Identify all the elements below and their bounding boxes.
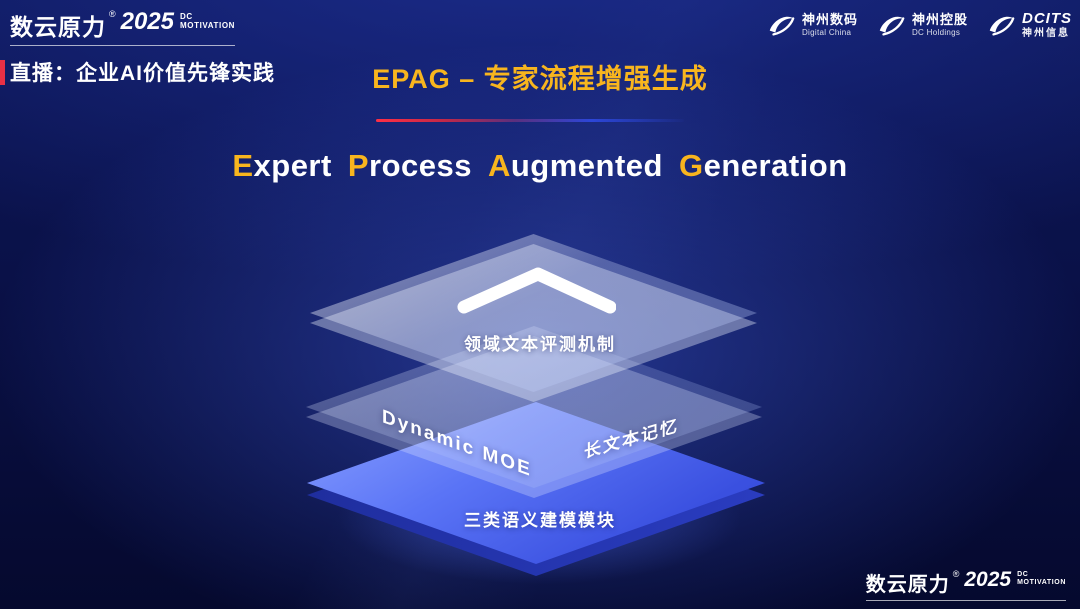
brand-year: 2025	[964, 568, 1012, 591]
swoosh-icon	[986, 10, 1016, 40]
word-rest: xpert	[253, 148, 332, 183]
slide-title-cn: EPAG – 专家流程增强生成	[372, 64, 708, 94]
swoosh-icon	[766, 10, 796, 40]
title-word-process: Process	[348, 148, 472, 183]
logo-text: 神州控股 DC Holdings	[912, 12, 968, 37]
logo-digital-china: 神州数码 Digital China	[766, 10, 858, 40]
word-rest: rocess	[369, 148, 472, 183]
registered-mark: ®	[109, 9, 116, 19]
word-rest: eneration	[703, 148, 848, 183]
gradient-divider	[376, 119, 684, 122]
logo-cn-label: 神州数码	[801, 12, 858, 28]
word-rest: ugmented	[510, 148, 663, 183]
bottom-layer-label: 三类语义建模模块	[464, 511, 616, 530]
initial-letter: P	[347, 148, 370, 183]
brand-motivation: MOTIVATION	[1017, 579, 1066, 587]
logo-dcits: DCITS 神州信息	[986, 10, 1072, 40]
logo-text: 神州数码 Digital China	[802, 12, 858, 37]
brand-dc: DC	[1017, 571, 1029, 578]
slide-title-en: Expert Process Augmented Generation	[0, 148, 1080, 184]
logo-dc-holdings: 神州控股 DC Holdings	[876, 10, 968, 40]
brand-dc: DC	[180, 12, 193, 21]
live-label: 直播：企业AI价值先锋实践	[10, 62, 275, 85]
brand-subtext: DC MOTIVATION	[1017, 571, 1066, 587]
title-word-generation: Generation	[679, 148, 848, 183]
title-word-expert: Expert	[232, 148, 332, 183]
brand-name: 数云原力	[865, 574, 950, 596]
live-accent-bar	[0, 60, 5, 85]
registered-mark: ®	[952, 569, 960, 579]
top-layer-label: 领域文本评测机制	[464, 335, 616, 354]
chevron-up-icon	[456, 266, 617, 321]
title-word-augmented: Augmented	[488, 148, 663, 183]
initial-letter: G	[679, 148, 704, 183]
brand-year: 2025	[120, 8, 175, 35]
logo-cn-label: 神州信息	[1022, 28, 1070, 39]
initial-letter: A	[487, 148, 511, 183]
brand-logo-header: 数云原力 ® 2025 DC MOTIVATION	[10, 8, 236, 46]
logo-cn-label: 神州控股	[911, 12, 968, 28]
logo-text: DCITS 神州信息	[1022, 10, 1072, 40]
logo-en-label: Digital China	[801, 28, 852, 37]
logo-en-label: DC Holdings	[911, 28, 961, 37]
brand-logo-footer: 数云原力 ® 2025 DC MOTIVATION	[865, 568, 1067, 601]
initial-letter: E	[232, 148, 254, 183]
brand-subtext: DC MOTIVATION	[180, 12, 235, 30]
partner-logos: 神州数码 Digital China 神州控股 DC Holdings	[766, 10, 1072, 40]
logo-en-label: DCITS	[1022, 10, 1072, 27]
brand-motivation: MOTIVATION	[180, 21, 236, 31]
brand-name: 数云原力	[10, 14, 106, 40]
swoosh-icon	[876, 10, 906, 40]
